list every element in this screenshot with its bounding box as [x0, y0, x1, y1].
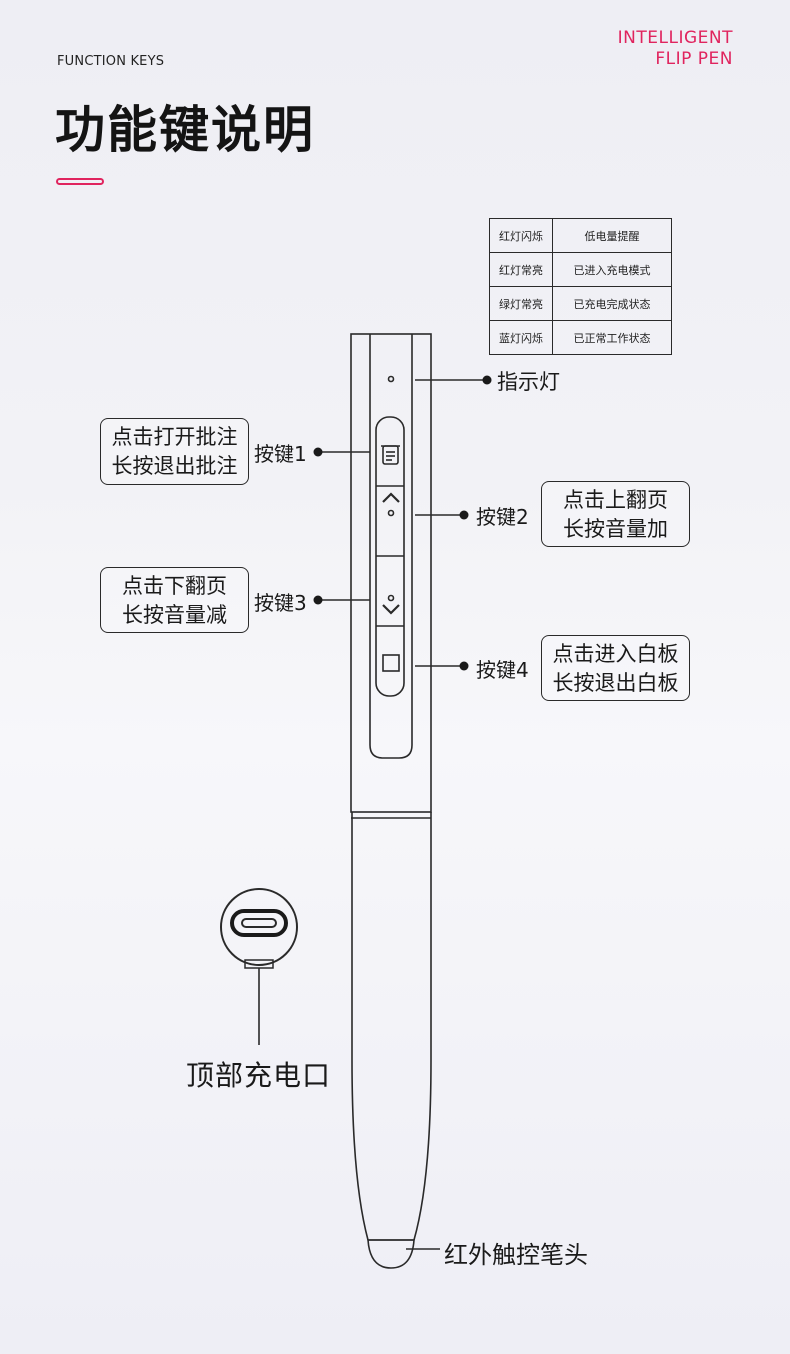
table-cell-meaning: 已正常工作状态: [552, 320, 672, 355]
brand-name: INTELLIGENT FLIP PEN: [618, 28, 733, 70]
key2-hold-text: 长按音量加: [563, 517, 668, 541]
key4-hold-text: 长按退出白板: [552, 671, 679, 695]
key3-description-box: 点击下翻页 长按音量减: [100, 567, 249, 633]
chevron-down-icon: [382, 594, 400, 615]
key2-description-box: 点击上翻页 长按音量加: [541, 481, 690, 547]
table-cell-light: 绿灯常亮: [489, 286, 553, 321]
key1-description-box: 点击打开批注 长按退出批注: [100, 418, 249, 485]
table-cell-meaning: 低电量提醒: [552, 218, 672, 253]
key3-label: 按键3: [254, 591, 307, 615]
key3-click-text: 点击下翻页: [122, 574, 227, 598]
ir-tip-label: 红外触控笔头: [444, 1241, 588, 1269]
key4-label: 按键4: [476, 658, 529, 682]
table-row: 红灯常亮 已进入充电模式: [489, 252, 672, 287]
chevron-up-icon: [382, 492, 400, 517]
pen-button-panel: [369, 334, 413, 759]
table-cell-meaning: 已充电完成状态: [552, 286, 672, 321]
indicator-light-label: 指示灯: [497, 370, 560, 394]
page-title: 功能键说明: [55, 101, 315, 159]
usb-c-port-icon: [220, 888, 298, 1045]
brand-line-1: INTELLIGENT: [617, 28, 733, 48]
indicator-dot: [387, 375, 395, 383]
page-subtitle: FUNCTION KEYS: [57, 54, 165, 69]
table-cell-meaning: 已进入充电模式: [552, 252, 672, 287]
key2-label: 按键2: [476, 505, 529, 529]
key4-click-text: 点击进入白板: [552, 642, 679, 666]
key1-hold-text: 长按退出批注: [111, 454, 238, 478]
key4-description-box: 点击进入白板 长按退出白板: [541, 635, 690, 701]
pen-tip: [367, 1239, 415, 1269]
note-icon: [381, 445, 400, 465]
key2-click-text: 点击上翻页: [563, 488, 668, 512]
charging-port-label: 顶部充电口: [186, 1059, 332, 1092]
pen-lower-body: [351, 812, 432, 1241]
key1-click-text: 点击打开批注: [111, 425, 238, 449]
brand-line-2: FLIP PEN: [655, 49, 733, 69]
key1-label: 按键1: [254, 442, 307, 466]
square-icon: [382, 654, 400, 672]
table-row: 绿灯常亮 已充电完成状态: [489, 286, 672, 321]
table-row: 蓝灯闪烁 已正常工作状态: [489, 320, 672, 355]
title-accent-bar: [56, 178, 104, 185]
pen-upper-body: [350, 333, 432, 813]
key3-hold-text: 长按音量减: [122, 603, 227, 627]
indicator-status-table: 红灯闪烁 低电量提醒 红灯常亮 已进入充电模式 绿灯常亮 已充电完成状态 蓝灯闪…: [489, 218, 672, 355]
